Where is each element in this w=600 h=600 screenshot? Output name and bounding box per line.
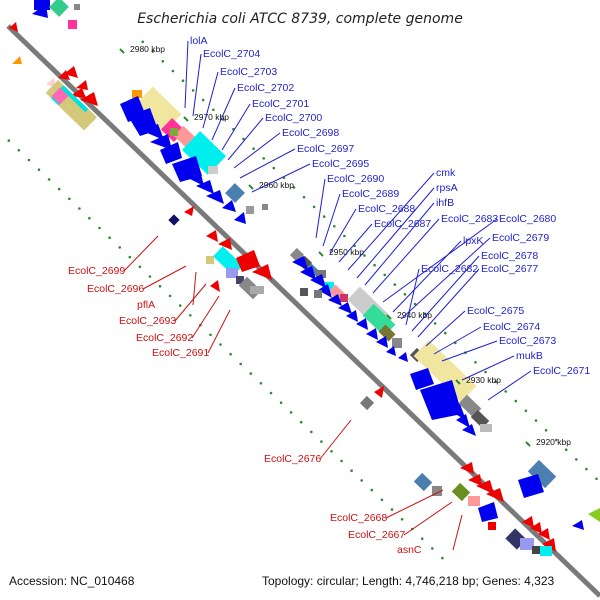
leader-line — [251, 163, 311, 193]
leader-line — [403, 501, 453, 536]
tick-label: 2930 kbp — [466, 375, 501, 385]
leader-line — [433, 326, 482, 355]
leader-line — [329, 208, 357, 254]
gene-label: EcolC_2673 — [499, 335, 556, 347]
leader-line — [382, 218, 498, 303]
accession-text: Accession: NC_010468 — [9, 574, 135, 588]
gene-label: EcolC_2674 — [483, 321, 540, 333]
leader-line — [191, 295, 220, 339]
gene-label: EcolC_2688 — [358, 203, 415, 215]
leader-line — [202, 71, 219, 129]
gene-label: EcolC_2700 — [265, 112, 322, 124]
gene-label: cmk — [436, 167, 456, 179]
gene-label: EcolC_2671 — [533, 365, 590, 377]
gene-label: EcolC_2689 — [342, 188, 399, 200]
leader-line — [417, 268, 480, 338]
gene-label: EcolC_2679 — [492, 232, 549, 244]
leader-line — [372, 218, 440, 294]
gene-label: EcolC_2693 — [119, 315, 176, 327]
tick-marks: 2980 kbp 2970 kbp 2960 kbp 2950 kbp 2940 kbp… — [119, 44, 571, 447]
gene-label: lolA — [190, 35, 208, 47]
leader-line — [347, 172, 435, 271]
leader-line — [425, 310, 466, 347]
leader-line — [239, 148, 296, 179]
leader-line — [405, 268, 420, 326]
gene-label: EcolC_2682 — [421, 263, 478, 275]
gene-label: EcolC_2701 — [252, 98, 309, 110]
tick-label: 2980 kbp — [130, 44, 165, 54]
gene-label: EcolC_2698 — [282, 127, 339, 139]
gene-label: EcolC_2690 — [327, 173, 384, 185]
genome-backbone — [6, 24, 600, 598]
leader-line — [461, 355, 515, 381]
gene-label: asnC — [397, 544, 422, 556]
leader-line — [123, 235, 159, 272]
feature-blocks — [9, 0, 600, 556]
tick-label: 2970 kbp — [194, 112, 229, 122]
leader-line — [319, 419, 352, 460]
leader-line — [411, 255, 480, 332]
topology-text: Topology: circular; Length: 4,746,218 bp… — [262, 574, 555, 588]
leader-line — [192, 53, 202, 117]
leader-line — [192, 271, 197, 306]
gene-label: ihfB — [436, 197, 454, 209]
gene-label: EcolC_2704 — [203, 48, 260, 60]
gene-label: EcolC_2680 — [499, 213, 556, 225]
tick-mark — [183, 116, 189, 122]
leader-line — [174, 283, 207, 322]
tick-mark — [318, 251, 324, 257]
gene-label: EcolC_2703 — [220, 66, 277, 78]
guide-dots — [7, 40, 598, 560]
leader-line — [315, 178, 326, 239]
leader-line — [211, 87, 236, 141]
gene-label: EcolC_2668 — [330, 512, 387, 524]
gene-label: EcolC_2667 — [348, 529, 405, 541]
tick-label: 2960 kbp — [259, 180, 294, 190]
tick-label: 2950 kbp — [329, 247, 364, 257]
leader-line — [400, 237, 491, 320]
tick-label: 2920 kbp — [536, 437, 571, 447]
leader-line — [221, 103, 251, 151]
gene-label: rpsA — [436, 182, 458, 194]
gene-label: EcolC_2697 — [297, 143, 354, 155]
leader-line — [487, 370, 532, 401]
gene-label: EcolC_2702 — [237, 82, 294, 94]
tick-mark — [525, 441, 531, 447]
gene-label: EcolC_2678 — [481, 250, 538, 262]
leader-line — [338, 223, 373, 263]
gene-label: pflA — [137, 299, 155, 311]
leader-line — [227, 117, 264, 161]
map-title: Escherichia coli ATCC 8739, complete gen… — [137, 11, 463, 27]
gene-label: mukB — [516, 350, 543, 362]
gene-label: EcolC_2692 — [136, 332, 193, 344]
gene-label: EcolC_2695 — [312, 158, 369, 170]
tick-mark — [248, 184, 254, 190]
leader-line — [385, 489, 444, 519]
leader-line — [441, 340, 498, 362]
gene-label: lpxK — [463, 235, 483, 247]
leader-line — [322, 193, 341, 247]
leader-line — [233, 132, 281, 169]
tick-mark — [119, 48, 125, 54]
leader-line — [184, 40, 189, 109]
leader-line — [452, 514, 463, 551]
tick-label: 2940 kbp — [397, 310, 432, 320]
gene-label: EcolC_2677 — [481, 263, 538, 275]
leader-line — [142, 265, 187, 290]
gene-label: EcolC_2699 — [68, 265, 125, 277]
tick-mark — [455, 379, 461, 385]
leader-line — [356, 187, 435, 279]
leader-line — [392, 240, 462, 313]
gene-label: EcolC_2691 — [152, 347, 209, 359]
leader-line — [364, 202, 435, 286]
gene-label: EcolC_2676 — [264, 453, 321, 465]
gene-label: EcolC_2675 — [467, 305, 524, 317]
gene-labels: lolAEcolC_2704EcolC_2703EcolC_2702EcolC_… — [68, 35, 590, 556]
gene-label: EcolC_2683 — [441, 213, 498, 225]
leader-line — [207, 309, 231, 354]
tick-mark — [386, 314, 392, 320]
gene-label: EcolC_2696 — [87, 283, 144, 295]
